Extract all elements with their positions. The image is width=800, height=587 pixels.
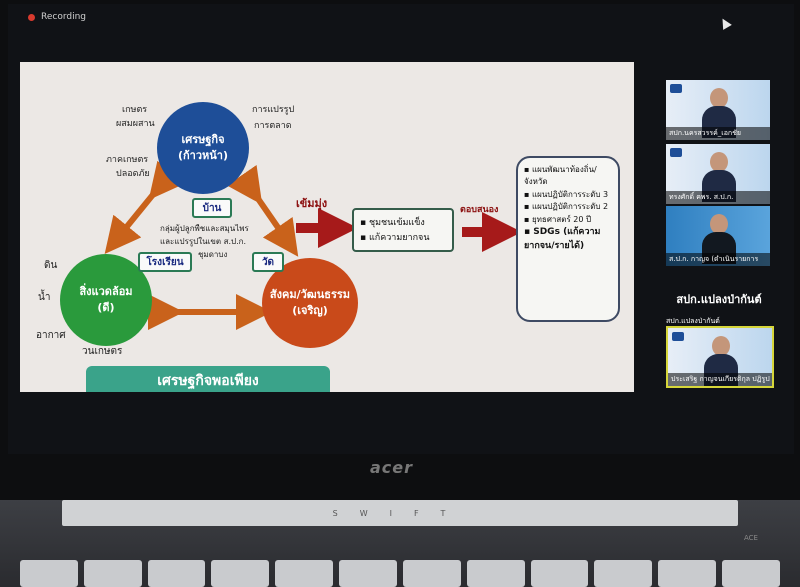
key[interactable]	[722, 560, 780, 587]
record-icon	[28, 13, 35, 21]
label-agri: เกษตร	[122, 105, 148, 115]
label-water: น้ำ	[38, 292, 51, 303]
plan-item: ▪ แผนปฏิบัติการระดับ 2	[524, 202, 609, 212]
society-title: สังคม/วัฒนธรรม	[269, 287, 351, 301]
sufficiency-banner: เศรษฐกิจพอเพียง	[86, 366, 330, 392]
active-caption: ประเสริฐ กาญจนเกียรติกุล ปฏิรูป	[668, 373, 772, 386]
plan-item: ▪ แผนปฏิบัติการระดับ 3	[524, 189, 609, 199]
plan-item: ▪ SDGs (แก้ความยากจน/รายได้)	[524, 226, 601, 251]
label-group3: ชุมดาบง	[198, 250, 228, 259]
plan-item: ▪ แผนพัฒนาท้องถิ่น/จังหวัด	[524, 165, 597, 187]
outcome-item: ▪ แก้ความยากจน	[360, 233, 430, 244]
label-group: กลุ่มผู้ปลูกพืชและสมุนไพร	[160, 224, 249, 233]
arrow-econ-env	[104, 160, 186, 254]
label-group2: และแปรรูปในเขต ส.ป.ก.	[160, 237, 247, 246]
hinge: SWIFT	[62, 500, 738, 526]
participant-tile[interactable]: ส.ป.ก. กาญจ (ดำเนินรายการ	[666, 206, 770, 266]
key[interactable]	[594, 560, 653, 587]
label-mixed: ผสมผสาน	[116, 119, 155, 129]
key[interactable]	[147, 560, 206, 587]
keyboard	[20, 560, 780, 587]
key[interactable]	[658, 560, 717, 587]
outcome-box: ▪ ชุมชนเข้มแข็ง ▪ แก้ความยากจน	[352, 208, 454, 252]
key[interactable]	[275, 560, 334, 587]
participant-panel: สปก.นครสวรรค์_เอกชัย ทรงศักดิ์ คพร. ส.ป.…	[656, 62, 782, 392]
label-agroforestry: วนเกษตร	[82, 346, 123, 357]
economy-sub: (ก้าวหน้า)	[177, 149, 228, 162]
environment-sub: (ดี)	[97, 301, 115, 314]
school-box: โรงเรียน	[138, 252, 192, 272]
label-air: อากาศ	[36, 330, 66, 341]
participant-caption: ส.ป.ก. กาญจ (ดำเนินรายการ	[666, 253, 770, 266]
strong-label: เข้มมุ่ง	[296, 197, 328, 210]
speaker-name: สปก.แปลงป่ากันต์	[676, 293, 762, 306]
plan-item: ▪ ยุทธศาสตร์ 20 ปี	[524, 214, 592, 224]
label-marketing: การตลาด	[254, 121, 292, 131]
label-processing: การแปรรูป	[252, 105, 295, 115]
society-circle: สังคม/วัฒนธรรม (เจริญ)	[262, 258, 358, 348]
economy-title: เศรษฐกิจ	[181, 132, 225, 146]
label-agri-sector: ภาคเกษตร	[106, 155, 149, 165]
label-soil: ดิน	[44, 260, 58, 271]
environment-circle: สิ่งแวดล้อม (ดี)	[60, 254, 152, 346]
org-logo-icon	[672, 332, 684, 341]
participant-tile[interactable]: สปก.นครสวรรค์_เอกชัย	[666, 80, 770, 140]
society-sub: (เจริญ)	[292, 304, 328, 317]
acer-logo: acer	[370, 458, 414, 477]
environment-title: สิ่งแวดล้อม	[79, 284, 133, 298]
recording-label: Recording	[41, 12, 87, 22]
key[interactable]	[402, 560, 461, 587]
label-safe: ปลอดภัย	[116, 169, 150, 179]
key[interactable]	[83, 560, 142, 587]
participant-caption: ทรงศักดิ์ คพร. ส.ป.ก.	[666, 191, 770, 204]
key[interactable]	[530, 560, 589, 587]
active-speaker-tile[interactable]: ประเสริฐ กาญจนเกียรติกุล ปฏิรูป	[666, 326, 774, 388]
speaker-label: ACE	[744, 534, 758, 542]
arrow-econ-soc	[226, 164, 299, 257]
participant-caption: สปก.นครสวรรค์_เอกชัย	[666, 127, 770, 140]
key[interactable]	[466, 560, 525, 587]
home-box: บ้าน	[192, 198, 232, 218]
org-logo-icon	[670, 84, 682, 93]
presentation-slide: เศรษฐกิจ (ก้าวหน้า) สิ่งแวดล้อม (ดี) สัง…	[20, 62, 634, 392]
key[interactable]	[339, 560, 397, 587]
arrows-diagram	[104, 160, 522, 330]
key[interactable]	[20, 560, 78, 587]
recording-indicator: Recording	[28, 12, 86, 22]
temple-box: วัด	[252, 252, 284, 272]
economy-circle: เศรษฐกิจ (ก้าวหน้า)	[157, 102, 249, 194]
org-logo-icon	[670, 148, 682, 157]
plans-box: ▪ แผนพัฒนาท้องถิ่น/จังหวัด ▪ แผนปฏิบัติก…	[516, 156, 620, 322]
outcome-item: ▪ ชุมชนเข้มแข็ง	[360, 218, 425, 228]
participant-caption-small: สปก.แปลงป่ากันต์	[666, 317, 720, 325]
participant-tile[interactable]: ทรงศักดิ์ คพร. ส.ป.ก.	[666, 144, 770, 204]
key[interactable]	[211, 560, 270, 587]
respond-label: ตอบสนอง	[460, 205, 499, 215]
